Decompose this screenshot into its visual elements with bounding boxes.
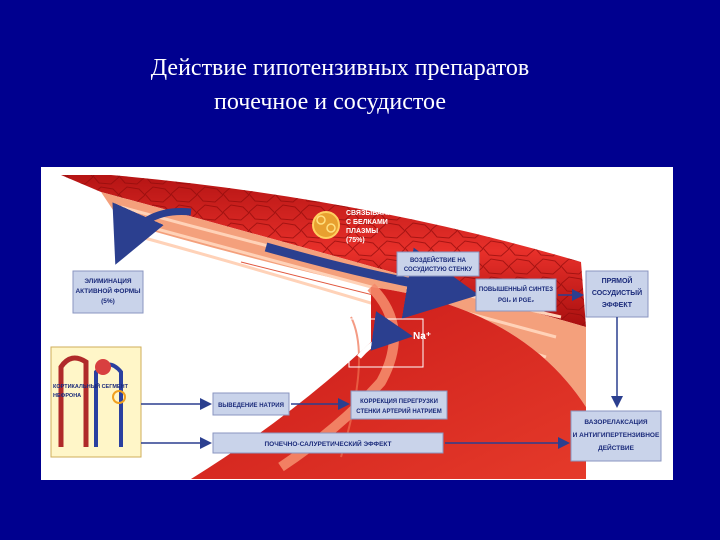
- overload-correction-box: КОРРЕКЦИЯ ПЕРЕГРУЗКИ СТЕНКИ АРТЕРИЙ НАТР…: [350, 390, 448, 420]
- protein-cluster-icon: [312, 211, 340, 239]
- synthesis-2: PGI₂ И PGE₂: [498, 298, 534, 304]
- elimination-box: ЭЛИМИНАЦИЯ АКТИВНОЙ ФОРМЫ (5%): [72, 270, 144, 314]
- protein-binding-3: ПЛАЗМЫ: [346, 228, 378, 235]
- wall-action-box: ВОЗДЕЙСТВИЕ НА СОСУДИСТУЮ СТЕНКУ: [396, 251, 480, 277]
- elimination-arrow: [112, 202, 192, 265]
- wall-action-2: СОСУДИСТУЮ СТЕНКУ: [404, 267, 473, 273]
- vessel-lumen: [191, 287, 586, 479]
- sodium-ion-label: Na⁺: [413, 331, 431, 342]
- direct-effect-box: ПРЯМОЙ СОСУДИСТЫЙ ЭФФЕКТ: [585, 270, 649, 318]
- cortical-segment-2: НЕФРОНА: [53, 393, 81, 399]
- vasorelaxation-1: ВАЗОРЕЛАКСАЦИЯ: [584, 419, 648, 426]
- elimination-2: АКТИВНОЙ ФОРМЫ: [75, 286, 140, 295]
- vasorelaxation-2: И АНТИГИПЕРТЕНЗИВНОЕ: [573, 432, 660, 439]
- wall-action-1: ВОЗДЕЙСТВИЕ НА: [410, 256, 467, 264]
- sodium-excretion: ВЫВЕДЕНИЕ НАТРИЯ: [218, 403, 284, 409]
- direct-effect-1: ПРЯМОЙ: [602, 276, 633, 285]
- overload-correction-2: СТЕНКИ АРТЕРИЙ НАТРИЕМ: [356, 407, 441, 415]
- direct-effect-2: СОСУДИСТЫЙ: [592, 288, 642, 297]
- synthesis-box: ПОВЫШЕННЫЙ СИНТЕЗ PGI₂ И PGE₂: [475, 278, 557, 312]
- vasorelaxation-box: ВАЗОРЕЛАКСАЦИЯ И АНТИГИПЕРТЕНЗИВНОЕ ДЕЙС…: [570, 410, 662, 462]
- sodium-excretion-box: ВЫВЕДЕНИЕ НАТРИЯ: [212, 392, 290, 416]
- vasorelaxation-3: ДЕЙСТВИЕ: [598, 443, 635, 452]
- protein-binding-4: (75%): [346, 237, 365, 244]
- elimination-1: ЭЛИМИНАЦИЯ: [84, 278, 132, 285]
- wall-action-arrow: [264, 242, 479, 319]
- slide-subtitle: почечное и сосудистое: [214, 89, 446, 115]
- saluretic-effect-box: ПОЧЕЧНО-САЛУРЕТИЧЕСКИЙ ЭФФЕКТ: [212, 432, 444, 454]
- overload-correction-1: КОРРЕКЦИЯ ПЕРЕГРУЗКИ: [360, 399, 438, 405]
- synthesis-1: ПОВЫШЕННЫЙ СИНТЕЗ: [479, 285, 553, 293]
- protein-binding-1: СВЯЗЫВАНИЕ: [346, 210, 397, 217]
- elimination-3: (5%): [101, 298, 115, 305]
- diagram-panel: Na⁺ СВЯЗЫВАНИЕ С БЕЛКАМИ ПЛАЗМЫ (75%) ЭЛ…: [41, 167, 673, 480]
- protein-binding-2: С БЕЛКАМИ: [346, 219, 388, 226]
- diagram-canvas: Na⁺ СВЯЗЫВАНИЕ С БЕЛКАМИ ПЛАЗМЫ (75%) ЭЛ…: [50, 175, 662, 479]
- slide-title: Действие гипотензивных препаратов: [150, 55, 530, 81]
- nephron-image: КОРТИКАЛЬНЫЙ СЕГМЕНТ НЕФРОНА: [50, 346, 142, 458]
- direct-effect-3: ЭФФЕКТ: [602, 302, 633, 309]
- saluretic-effect: ПОЧЕЧНО-САЛУРЕТИЧЕСКИЙ ЭФФЕКТ: [264, 439, 391, 448]
- cortical-segment-1: КОРТИКАЛЬНЫЙ СЕГМЕНТ: [53, 382, 129, 390]
